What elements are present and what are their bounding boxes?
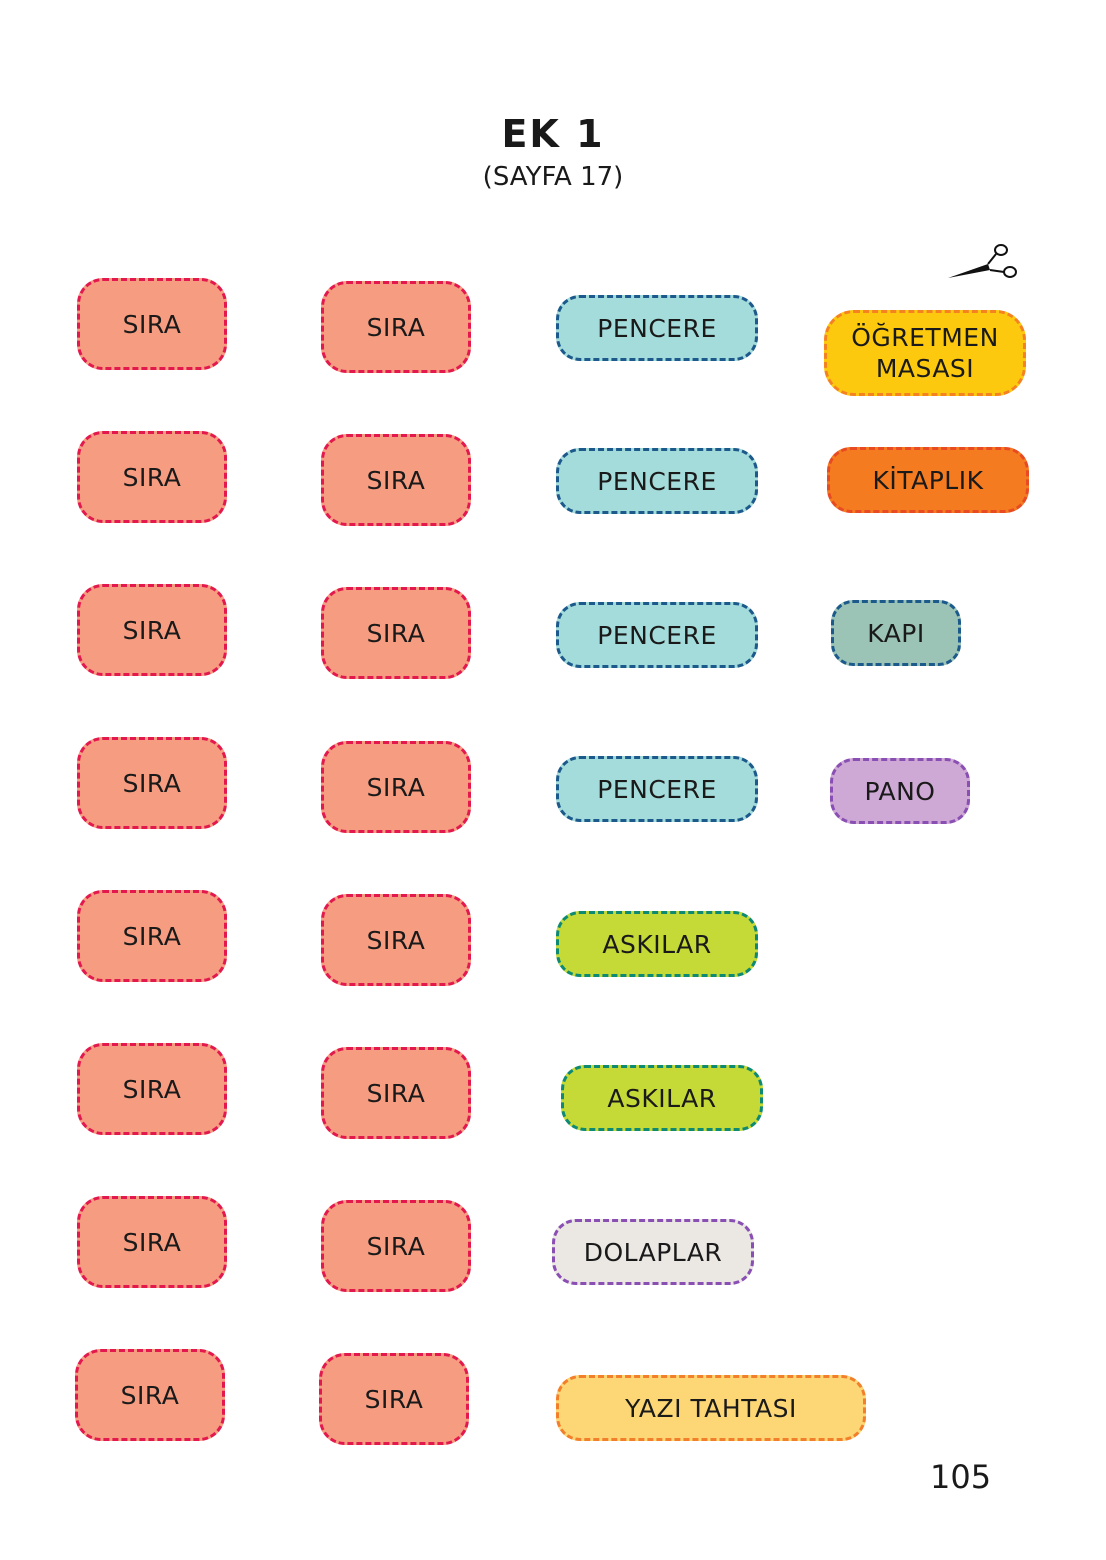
sira-card[interactable]: SIRA: [321, 1047, 471, 1139]
sira-card[interactable]: SIRA: [75, 1349, 225, 1441]
sira-card[interactable]: SIRA: [321, 587, 471, 679]
bookshelf-card[interactable]: KİTAPLIK: [827, 447, 1029, 513]
page-title: EK 1: [501, 112, 605, 156]
sira-card[interactable]: SIRA: [321, 281, 471, 373]
sira-card[interactable]: SIRA: [77, 431, 227, 523]
window-card[interactable]: PENCERE: [556, 756, 758, 822]
sira-card[interactable]: SIRA: [77, 584, 227, 676]
window-card[interactable]: PENCERE: [556, 295, 758, 361]
sira-card[interactable]: SIRA: [77, 1196, 227, 1288]
page-number: 105: [930, 1458, 992, 1496]
hanger-card[interactable]: ASKILAR: [561, 1065, 763, 1131]
whiteboard-card[interactable]: YAZI TAHTASI: [556, 1375, 866, 1441]
sira-card[interactable]: SIRA: [321, 434, 471, 526]
sira-card[interactable]: SIRA: [319, 1353, 469, 1445]
sira-card[interactable]: SIRA: [77, 278, 227, 370]
window-card[interactable]: PENCERE: [556, 448, 758, 514]
sira-card[interactable]: SIRA: [77, 737, 227, 829]
page-subtitle: (SAYFA 17): [482, 162, 624, 192]
cabinet-card[interactable]: DOLAPLAR: [552, 1219, 754, 1285]
sira-card[interactable]: SIRA: [321, 894, 471, 986]
bulletin-board-card[interactable]: PANO: [830, 758, 970, 824]
window-card[interactable]: PENCERE: [556, 602, 758, 668]
sira-card[interactable]: SIRA: [77, 1043, 227, 1135]
scissors-icon: [948, 244, 1017, 278]
sira-card[interactable]: SIRA: [321, 1200, 471, 1292]
hanger-card[interactable]: ASKILAR: [556, 911, 758, 977]
teacher-desk-card[interactable]: ÖĞRETMEN MASASI: [824, 310, 1026, 396]
sira-card[interactable]: SIRA: [77, 890, 227, 982]
sira-card[interactable]: SIRA: [321, 741, 471, 833]
door-card[interactable]: KAPI: [831, 600, 961, 666]
